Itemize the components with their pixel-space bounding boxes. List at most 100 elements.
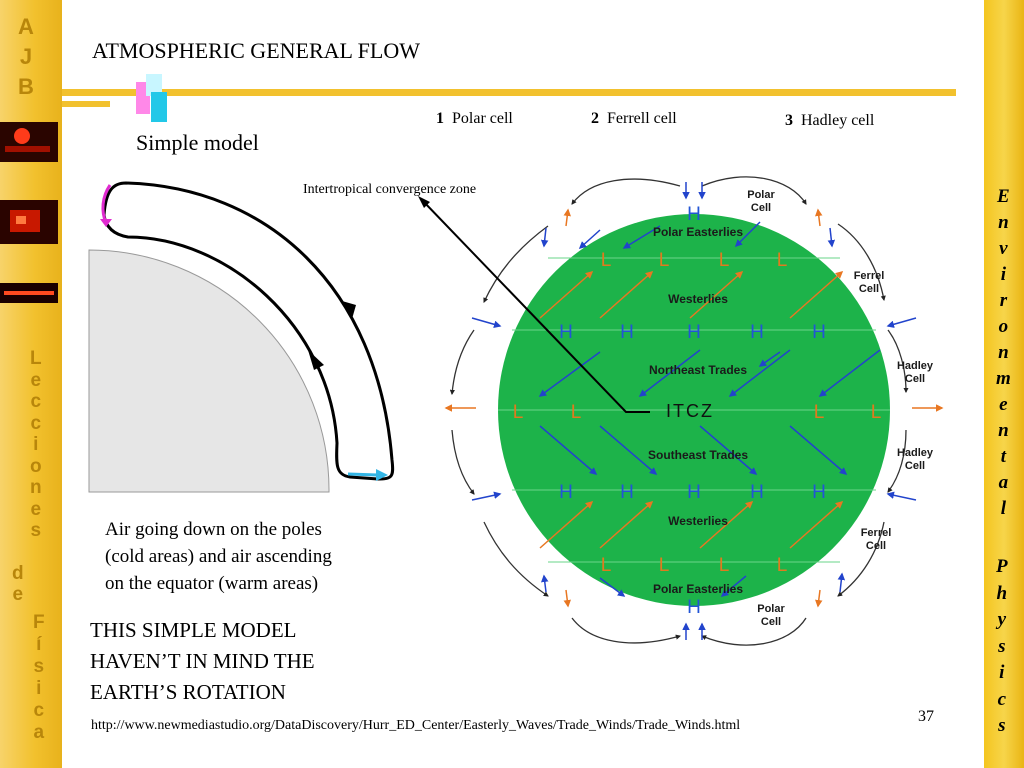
- high-pressure-label: H: [812, 482, 826, 503]
- low-pressure-label: L: [719, 250, 730, 271]
- vertical-letter: c: [33, 700, 45, 721]
- cell-label: Polar: [757, 603, 785, 615]
- cell-arrow: [483, 521, 549, 597]
- thumbnail-image-3: [0, 283, 58, 303]
- logo-letter: J: [19, 44, 33, 69]
- blue-wind-arrows: [538, 221, 881, 597]
- flow-arrowhead-inner: [308, 350, 324, 370]
- right-decorative-strip: E n v i r o n m e n t a l P h y s i c s: [984, 0, 1024, 768]
- vertical-letter: e: [12, 584, 24, 605]
- caption-line: Air going down on the poles: [105, 519, 322, 540]
- band-label: Polar Easterlies: [653, 225, 743, 239]
- legend-label: Hadley cell: [801, 112, 875, 129]
- thumbnail-image-2: [0, 200, 58, 244]
- wind-arrow: [599, 577, 626, 597]
- cell-circulation-arrows: [449, 176, 909, 646]
- vertical-letter: i: [999, 662, 1005, 683]
- cell-arrow: [483, 225, 549, 303]
- vertical-letter: h: [996, 582, 1008, 604]
- flow-arrowhead-outer: [342, 301, 356, 319]
- page-title: ATMOSPHERIC GENERAL FLOW: [92, 38, 420, 63]
- high-pressure-label: H: [687, 597, 701, 618]
- outer-arrow: [815, 589, 823, 608]
- vertical-letter: s: [33, 656, 45, 677]
- wind-arrow: [818, 349, 881, 397]
- vertical-letter: i: [1000, 264, 1007, 285]
- cell-arrow: [571, 178, 681, 205]
- cell-arrow: [451, 429, 475, 495]
- rotation-warning: THIS SIMPLE MODEL HAVEN’T IN MIND THE EA…: [90, 615, 315, 708]
- wind-arrow: [539, 271, 594, 319]
- vertical-letter: o: [998, 316, 1009, 337]
- outer-arrow: [827, 227, 836, 248]
- band-label: Polar Easterlies: [653, 582, 743, 596]
- latitude-lines: [498, 257, 890, 563]
- thumbnail-image-1: [0, 122, 58, 162]
- outer-arrow: [471, 317, 502, 328]
- rising-air-marker: [347, 472, 379, 477]
- high-pressure-label: H: [620, 482, 634, 503]
- legend-number: 2: [591, 110, 599, 127]
- itcz-pointer-arrowhead: [418, 196, 430, 208]
- vertical-letter: d: [12, 563, 24, 584]
- outer-arrow: [886, 491, 917, 501]
- cell-arrow: [571, 617, 682, 644]
- outer-orange-arrows: [444, 208, 944, 608]
- source-url-link[interactable]: http://www.newmediastudio.org/DataDiscov…: [91, 718, 741, 733]
- low-pressure-markers: L L L L L L L L L L L L: [513, 250, 882, 576]
- cell-label: Hadley: [897, 447, 934, 459]
- high-pressure-label: H: [559, 482, 573, 503]
- high-pressure-label: H: [620, 322, 634, 343]
- itcz-pointer-line: [421, 199, 650, 413]
- vertical-letter: e: [999, 394, 1008, 415]
- cell-arrow: [701, 176, 807, 205]
- legend-number: 1: [436, 110, 444, 127]
- high-pressure-label: H: [812, 322, 826, 343]
- outer-blue-arrows: [471, 182, 917, 640]
- cell-arrow: [837, 521, 885, 597]
- high-pressure-label: H: [687, 204, 701, 225]
- vertical-letter: y: [997, 609, 1007, 630]
- warning-line: THIS SIMPLE MODEL: [90, 618, 297, 642]
- slide-number: 37: [918, 708, 934, 725]
- cell-label: Cell: [761, 616, 781, 628]
- lecciones-vertical-text: L e c c i o n e s: [30, 348, 42, 542]
- wind-arrow: [689, 271, 744, 319]
- warning-line: HAVEN’T IN MIND THE: [90, 649, 315, 673]
- left-decorative-strip: A J B L e c c i o n e s d e F í s i c a: [0, 0, 62, 768]
- low-pressure-label: L: [777, 250, 788, 271]
- vertical-letter: c: [30, 412, 42, 434]
- low-pressure-label: L: [659, 555, 670, 576]
- vertical-letter: o: [30, 455, 42, 477]
- wind-arrow: [699, 425, 758, 475]
- low-pressure-label: L: [719, 555, 730, 576]
- outer-arrow: [563, 208, 571, 227]
- high-pressure-label: H: [750, 322, 764, 343]
- vertical-letter: a: [33, 722, 45, 743]
- vertical-letter: P: [996, 556, 1008, 577]
- legend-item-polar: 1 Polar cell: [436, 110, 513, 128]
- de-vertical-text: d e: [12, 563, 24, 605]
- vertical-letter: e: [30, 369, 42, 391]
- subtitle-simple-model: Simple model: [136, 130, 259, 155]
- caption-line: (cold areas) and air ascending: [105, 546, 332, 567]
- warning-line: EARTH’S ROTATION: [90, 680, 286, 704]
- low-pressure-label: L: [601, 250, 612, 271]
- wind-arrow: [622, 225, 661, 249]
- cell-label: Cell: [905, 460, 925, 472]
- environmental-vertical-text: E n v i r o n m e n t a l: [996, 184, 1011, 522]
- low-pressure-label: L: [871, 402, 882, 423]
- band-label: Westerlies: [668, 292, 728, 306]
- vertical-letter: n: [998, 212, 1009, 233]
- cell-arrow: [887, 429, 907, 493]
- band-label: Southeast Trades: [648, 448, 748, 462]
- physics-vertical-text: P h y s i c s: [996, 554, 1008, 740]
- fisica-vertical-text: F í s i c a: [33, 612, 45, 744]
- vertical-letter: l: [1000, 498, 1007, 519]
- high-pressure-label: H: [687, 322, 701, 343]
- vertical-letter: i: [33, 434, 39, 455]
- high-pressure-label: H: [750, 482, 764, 503]
- wind-arrow: [538, 351, 601, 397]
- vertical-letter: t: [1000, 446, 1007, 467]
- band-label: Northeast Trades: [649, 363, 747, 377]
